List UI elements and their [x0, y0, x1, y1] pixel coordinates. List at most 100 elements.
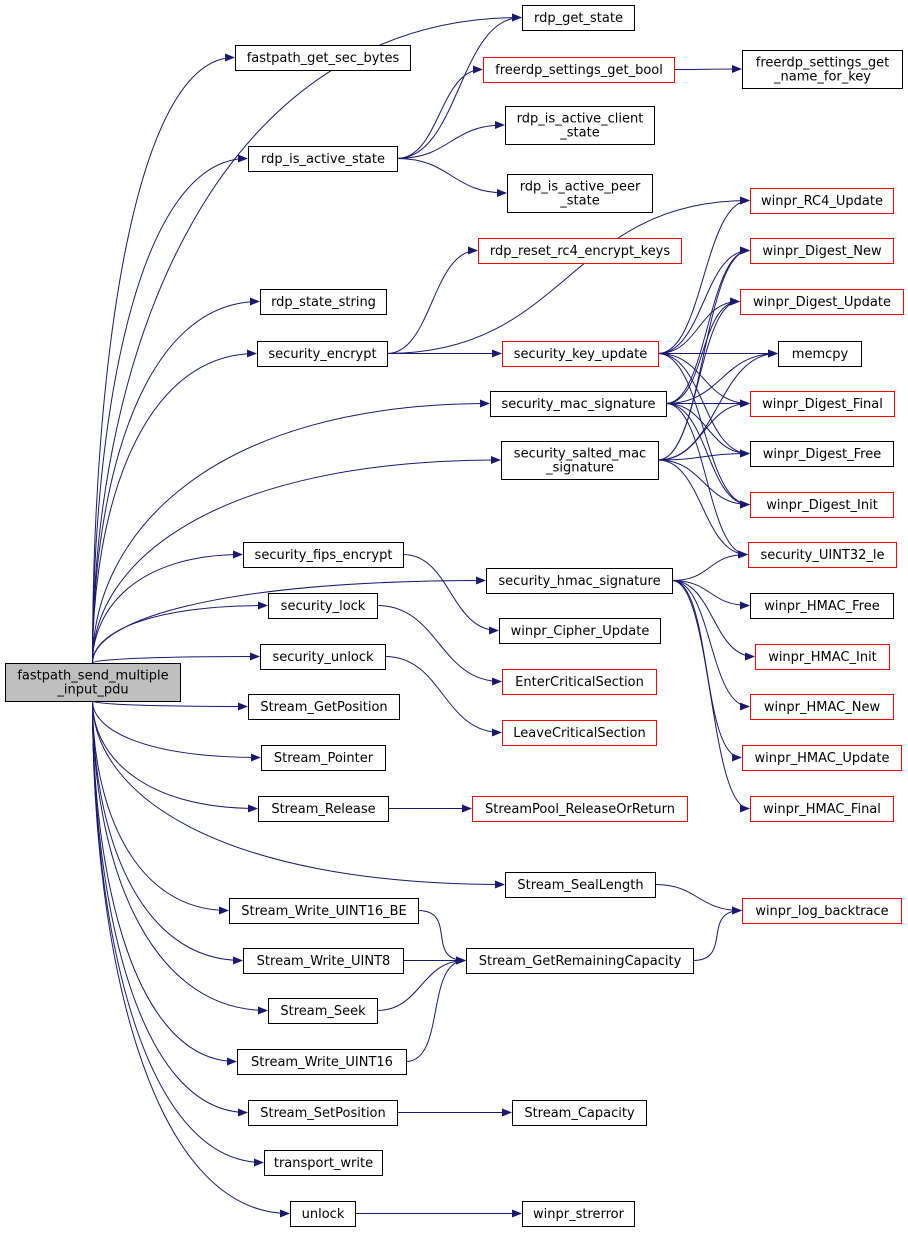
node-settings-bool[interactable]: freerdp_settings_get_bool [483, 57, 675, 83]
node-box [243, 542, 404, 568]
node-active-state[interactable]: rdp_is_active_state [248, 146, 398, 172]
node-label: winpr_HMAC_Init [768, 650, 877, 665]
node-box [740, 289, 904, 315]
node-get-position[interactable]: Stream_GetPosition [248, 694, 400, 720]
node-box [750, 694, 894, 720]
node-pointer[interactable]: Stream_Pointer [261, 745, 386, 771]
node-settings-name[interactable]: freerdp_settings_get_name_for_key [742, 50, 903, 89]
node-capacity[interactable]: Stream_Capacity [512, 1100, 647, 1126]
edge-root-to-lock [92, 601, 268, 664]
edge-lock-to-enter-cs [376, 605, 502, 686]
node-box [486, 568, 673, 594]
edge-root-to-get-state [92, 13, 522, 664]
node-digest-init[interactable]: winpr_Digest_Init [750, 492, 894, 518]
node-box [742, 745, 902, 771]
node-label: memcpy [792, 347, 849, 362]
node-unlock[interactable]: security_unlock [260, 644, 386, 670]
node-hmac-init[interactable]: winpr_HMAC_Init [755, 644, 890, 670]
node-cipher-update[interactable]: winpr_Cipher_Update [499, 618, 661, 644]
node-box [750, 593, 894, 619]
edge-root-to-sec-bytes [92, 53, 235, 664]
node-box [742, 50, 903, 89]
node-label: Stream_GetPosition [260, 700, 387, 715]
node-label: security_encrypt [268, 347, 376, 362]
node-enter-cs[interactable]: EnterCriticalSection [502, 669, 657, 695]
edge-root-to-unlock2 [92, 700, 290, 1218]
node-release[interactable]: Stream_Release [258, 796, 389, 822]
node-set-position[interactable]: Stream_SetPosition [248, 1100, 398, 1126]
node-box [248, 1100, 398, 1126]
node-digest-final[interactable]: winpr_Digest_Final [750, 391, 895, 417]
node-fips-encrypt[interactable]: security_fips_encrypt [243, 542, 404, 568]
node-pool-release[interactable]: StreamPool_ReleaseOrReturn [472, 796, 688, 822]
node-label: security_fips_encrypt [255, 548, 393, 563]
node-digest-new[interactable]: winpr_Digest_New [750, 238, 894, 264]
node-hmac-final[interactable]: winpr_HMAC_Final [750, 796, 894, 822]
node-seek[interactable]: Stream_Seek [268, 998, 378, 1024]
node-sec-bytes[interactable]: fastpath_get_sec_bytes [235, 45, 411, 71]
node-digest-free[interactable]: winpr_Digest_Free [750, 441, 894, 467]
node-label: security_salted_mac [514, 447, 646, 462]
node-reset-rc4[interactable]: rdp_reset_rc4_encrypt_keys [478, 238, 682, 264]
node-root: fastpath_send_multiple_input_pdu [5, 663, 181, 702]
edge-mac-sig-to-uint32-le [665, 403, 748, 559]
node-hmac-sig[interactable]: security_hmac_signature [486, 568, 673, 594]
node-salted-mac[interactable]: security_salted_mac_signature [501, 441, 659, 480]
node-box [522, 5, 635, 31]
edge-remaining-cap-to-log-backtrace [692, 906, 742, 961]
node-box [268, 998, 378, 1024]
node-label: security_UINT32_le [760, 548, 884, 563]
node-strerror[interactable]: winpr_strerror [522, 1201, 635, 1227]
node-hmac-free[interactable]: winpr_HMAC_Free [750, 593, 894, 619]
node-digest-update[interactable]: winpr_Digest_Update [740, 289, 904, 315]
edge-key-update-to-digest-update [657, 297, 740, 354]
node-label: security_hmac_signature [498, 574, 660, 589]
edge-write-u16be-to-remaining-cap [417, 910, 466, 965]
node-active-client[interactable]: rdp_is_active_client_state [505, 106, 655, 145]
node-key-update[interactable]: security_key_update [502, 341, 659, 367]
node-label: winpr_Digest_Update [753, 295, 891, 310]
node-label: Stream_Release [271, 802, 375, 817]
node-label: security_lock [281, 599, 366, 614]
edge-root-to-sec-encrypt [92, 349, 257, 664]
node-rc4-update[interactable]: winpr_RC4_Update [750, 188, 894, 214]
node-box [264, 1150, 383, 1176]
node-box [5, 663, 181, 702]
edge-unlock-to-leave-cs [384, 656, 502, 737]
node-leave-cs[interactable]: LeaveCriticalSection [502, 720, 657, 746]
node-write-u16be[interactable]: Stream_Write_UINT16_BE [229, 898, 419, 924]
edge-key-update-to-digest-init [657, 353, 750, 509]
node-hmac-update[interactable]: winpr_HMAC_Update [742, 745, 902, 771]
node-write-u16[interactable]: Stream_Write_UINT16 [237, 1049, 407, 1075]
node-label: transport_write [274, 1156, 373, 1171]
node-state-string[interactable]: rdp_state_string [260, 289, 387, 315]
edge-root-to-fips-encrypt [92, 550, 243, 664]
node-mac-sig[interactable]: security_mac_signature [490, 391, 667, 417]
node-label: winpr_HMAC_Free [764, 599, 879, 614]
node-box [483, 57, 675, 83]
edge-mac-sig-to-digest-free [665, 403, 750, 458]
node-seal-length[interactable]: Stream_SealLength [505, 872, 656, 898]
node-unlock2[interactable]: unlock [290, 1201, 356, 1227]
node-box [499, 618, 661, 644]
node-active-peer[interactable]: rdp_is_active_peer_state [507, 174, 653, 213]
node-transport-write[interactable]: transport_write [264, 1150, 383, 1176]
node-uint32-le[interactable]: security_UINT32_le [748, 542, 897, 568]
node-sec-encrypt[interactable]: security_encrypt [257, 341, 388, 367]
edge-key-update-to-digest-final [657, 353, 750, 408]
node-remaining-cap[interactable]: Stream_GetRemainingCapacity [466, 948, 694, 974]
node-lock[interactable]: security_lock [268, 593, 378, 619]
node-memcpy[interactable]: memcpy [778, 341, 862, 367]
edge-key-update-to-digest-new [657, 246, 750, 354]
node-label: _input_pdu [56, 683, 128, 698]
node-get-state[interactable]: rdp_get_state [522, 5, 635, 31]
node-box [750, 391, 895, 417]
edge-sec-encrypt-to-rc4-update [386, 196, 750, 354]
edge-root-to-active-state [92, 154, 248, 664]
node-label: rdp_reset_rc4_encrypt_keys [490, 244, 671, 259]
node-hmac-new[interactable]: winpr_HMAC_New [750, 694, 894, 720]
edge-root-to-write-u16be [92, 700, 229, 915]
node-log-backtrace[interactable]: winpr_log_backtrace [742, 898, 902, 924]
node-box [502, 341, 659, 367]
node-write-u8[interactable]: Stream_Write_UINT8 [243, 948, 404, 974]
